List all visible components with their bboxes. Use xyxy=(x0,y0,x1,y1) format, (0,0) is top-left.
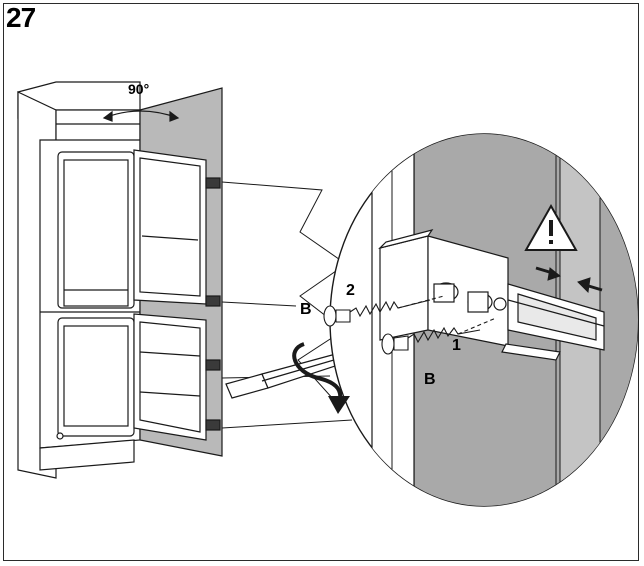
push-arrows xyxy=(535,266,603,294)
rotation-arrow-icon xyxy=(292,342,350,414)
fridge-cabinet xyxy=(17,81,141,479)
screw-lower xyxy=(381,317,497,355)
step-number: 27 xyxy=(6,2,36,33)
callout-number-1: 1 xyxy=(452,337,461,354)
warning-triangle-icon xyxy=(524,203,578,251)
magnified-detail xyxy=(329,133,639,507)
screw-upper xyxy=(323,295,445,327)
angle-label: 90° xyxy=(128,81,149,97)
rotation-angle-indicator xyxy=(102,110,180,122)
screw-label-b-lower: B xyxy=(424,371,436,388)
cabinet-door-panel xyxy=(133,87,223,457)
screw-label-b-upper: B xyxy=(300,301,312,318)
callout-number-2: 2 xyxy=(346,282,355,299)
